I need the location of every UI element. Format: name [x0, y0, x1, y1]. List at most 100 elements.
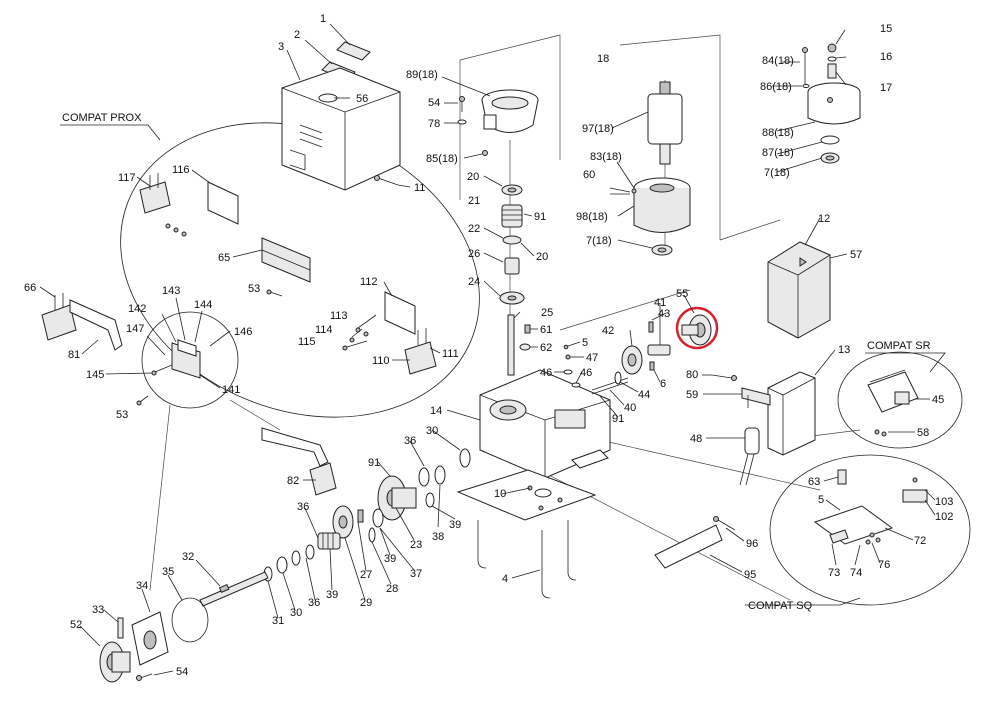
part-96-screw [713, 516, 736, 531]
part-label: 32 [182, 551, 194, 563]
part-label: 27 [360, 569, 372, 581]
plate-leg [571, 449, 609, 469]
part-label: 41 [654, 297, 666, 309]
label-compat-sq: COMPAT SQ [748, 600, 813, 612]
part-47-screw [563, 344, 571, 360]
part-72-board [813, 505, 894, 545]
part-label: 110 [372, 355, 390, 367]
part-86-washer [802, 84, 810, 88]
part-label: 11 [414, 182, 425, 194]
part-20-bearing-a [501, 184, 523, 196]
part-label: 46 [540, 367, 552, 379]
part-label: 28 [386, 583, 398, 595]
part-label: 37 [410, 568, 422, 580]
part-label: 46 [580, 367, 592, 379]
part-84-bolt [802, 47, 808, 88]
part-label: 91 [534, 211, 546, 223]
part-label: 52 [70, 619, 82, 631]
part-label: 88(18) [762, 127, 794, 139]
part-label: 18 [597, 53, 609, 65]
part-label: 44 [638, 389, 650, 401]
part-label: 73 [828, 567, 840, 579]
part-label: 61 [540, 324, 552, 336]
part-label: 30 [290, 607, 302, 619]
part-label: 115 [298, 336, 316, 348]
part-label: 15 [880, 23, 892, 35]
part-7-bearing-b [651, 244, 673, 256]
part-label: 98(18) [576, 211, 608, 223]
part-label: 147 [126, 323, 144, 335]
part-112-plate [384, 291, 416, 335]
part-22-bearing [502, 235, 522, 245]
part-76-screws [865, 532, 881, 545]
part-label: 85(18) [426, 153, 458, 165]
part-label: 23 [410, 539, 422, 551]
part-3-cover [281, 67, 401, 191]
part-88-cap [807, 82, 861, 125]
part-54-screw [459, 96, 465, 112]
part-label: 36 [404, 435, 416, 447]
part-36-washer-a [418, 467, 430, 487]
part-55-pulley [681, 314, 712, 346]
part-label: 16 [880, 51, 892, 63]
part-36-washer-b [291, 550, 301, 566]
part-label: 63 [808, 476, 820, 488]
part-34-flange [131, 611, 169, 666]
part-label: 54 [176, 666, 188, 678]
part-label: 82 [287, 475, 299, 487]
part-43-key [648, 321, 654, 333]
part-16-washer [827, 56, 837, 62]
part-label: 84(18) [762, 55, 794, 67]
part-label: 144 [194, 299, 212, 311]
part-40-axle [591, 377, 629, 395]
part-label: 102 [935, 511, 953, 523]
part-117-bracket [139, 173, 171, 214]
part-63-key [837, 469, 847, 485]
part-label: 1 [320, 13, 326, 25]
part-label: 145 [86, 369, 104, 381]
part-label: 39 [449, 519, 461, 531]
part-label: 39 [384, 553, 396, 565]
part-28-washer [368, 527, 376, 543]
part-37-nut [372, 508, 384, 528]
part-label: 91 [368, 457, 380, 469]
part-label: 42 [602, 325, 614, 337]
part-label: 21 [468, 195, 480, 207]
part-97-rotor [647, 81, 683, 165]
part-36-spring [317, 532, 341, 550]
part-32-shaft [199, 571, 269, 607]
part-25-shaft [507, 314, 515, 376]
part-label: 146 [234, 326, 252, 338]
part-111-screws [417, 328, 427, 345]
compat-sr-ellipse [837, 351, 963, 449]
part-label: 53 [248, 283, 260, 295]
part-label: 2 [294, 29, 300, 41]
part-141-sensor [171, 339, 201, 379]
part-label: 117 [118, 172, 136, 184]
part-52-pinion [99, 641, 131, 683]
part-label: 5 [582, 337, 588, 349]
part-7-bearing-c [820, 152, 840, 164]
part-label: 40 [624, 402, 636, 414]
part-61-pin [524, 324, 531, 334]
part-6-pin [649, 361, 655, 371]
part-label: 142 [128, 303, 146, 315]
part-label: 72 [914, 535, 926, 547]
part-label: 22 [468, 223, 480, 235]
part-39-circlip-b [305, 544, 315, 560]
part-116-plate [207, 181, 239, 225]
part-label: 12 [818, 213, 830, 225]
part-label: 3 [278, 41, 284, 53]
part-label: 48 [690, 433, 702, 445]
part-label: 114 [315, 324, 333, 336]
part-label: 112 [360, 276, 378, 288]
part-60-wire [609, 187, 631, 195]
part-21-worm [501, 204, 523, 228]
part-label: 80 [686, 369, 698, 381]
part-label: 58 [917, 427, 929, 439]
part-62-bushing [519, 343, 531, 351]
part-35-gasket [171, 597, 209, 643]
part-58-screws [874, 429, 887, 437]
part-80-screw [711, 374, 737, 381]
part-label: 14 [430, 405, 442, 417]
